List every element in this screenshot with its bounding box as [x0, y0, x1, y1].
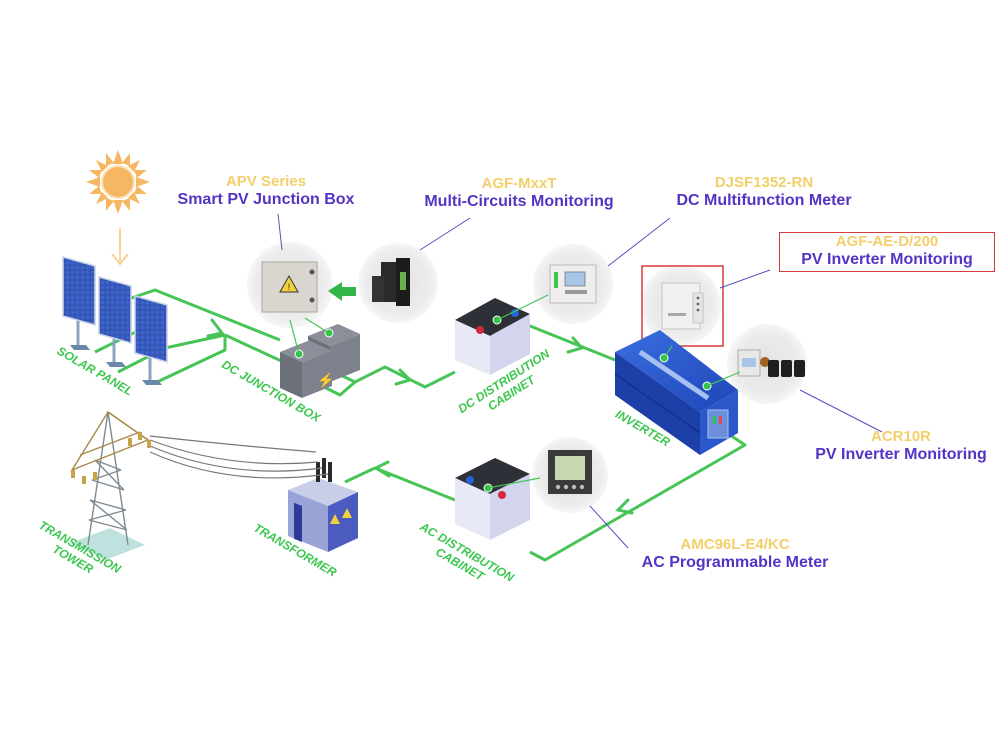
- agf-ae-d-device: [661, 282, 704, 330]
- device-model: DJSF1352-RN: [714, 174, 814, 191]
- solar-panel-unit: [62, 256, 96, 350]
- arrow-icon: [614, 498, 634, 515]
- acr10r-device: [737, 349, 805, 377]
- solar-panel-unit: [98, 276, 132, 367]
- green-arrow-icon: [328, 282, 356, 301]
- callout-agf-mxxt: AGF-MxxT Multi-Circuits Monitoring: [414, 175, 624, 211]
- device-model: AMC96L-E4/KC: [680, 536, 790, 553]
- device-description: Multi-Circuits Monitoring: [424, 192, 614, 210]
- apv-junction-box-device: !: [261, 261, 318, 313]
- agf-ae-d-highlight-box: [641, 265, 724, 347]
- arrow-icon: [394, 368, 413, 386]
- flow-junction-to-dc-cabinet: [329, 365, 456, 389]
- ac-distribution-cabinet: [455, 458, 530, 540]
- arrow-icon: [566, 336, 585, 354]
- device-description: PV Inverter Monitoring: [815, 445, 987, 463]
- flow-ac-cabinet-to-transformer: [344, 466, 456, 502]
- flow-to-junction-box: [224, 333, 291, 367]
- flow-inverter-to-ac: [529, 433, 747, 562]
- callout-acr10r: ACR10R PV Inverter Monitoring: [804, 428, 998, 464]
- arrow-icon: [372, 460, 391, 478]
- solar-panel-unit: [134, 295, 168, 385]
- transformer: [288, 458, 358, 552]
- inverter: [614, 330, 738, 455]
- svg-text:⚡: ⚡: [317, 372, 334, 389]
- sunlight-arrow-icon: [111, 228, 129, 266]
- callout-apv: APV Series Smart PV Junction Box: [168, 173, 364, 209]
- power-lines: [149, 435, 329, 479]
- dc-junction-box: ⚡: [280, 324, 360, 398]
- svg-text:!: !: [288, 282, 291, 292]
- transmission-tower: [70, 411, 151, 560]
- callout-amc96l: AMC96L-E4/KC AC Programmable Meter: [632, 536, 838, 572]
- djsf1352-device: [549, 264, 597, 304]
- device-description: Smart PV Junction Box: [177, 190, 355, 208]
- solar-feeder-4: [154, 335, 227, 385]
- device-model: APV Series: [225, 173, 307, 190]
- power-flow-lines: [94, 288, 747, 562]
- device-description: AC Programmable Meter: [641, 553, 829, 571]
- dc-distribution-cabinet: [455, 298, 530, 375]
- arrow-icon: [206, 318, 225, 338]
- callout-leaders: [277, 213, 883, 549]
- callout-djsf1352: DJSF1352-RN DC Multifunction Meter: [666, 174, 862, 210]
- device-model: ACR10R: [870, 428, 931, 445]
- flow-arrows: [206, 318, 634, 515]
- solar-feeder-3: [117, 333, 226, 374]
- solar-panels: [62, 256, 168, 385]
- device-model: AGF-AE-D/200: [835, 233, 939, 250]
- callout-agf-ae-d: AGF-AE-D/200 PV Inverter Monitoring: [779, 232, 995, 272]
- device-model: AGF-MxxT: [481, 175, 557, 192]
- amc96l-device: [548, 450, 592, 494]
- agf-mxxt-device: [372, 258, 410, 306]
- device-description: PV Inverter Monitoring: [801, 250, 973, 268]
- sun-icon: [86, 150, 150, 214]
- device-description: DC Multifunction Meter: [676, 191, 852, 209]
- device-connectors: [289, 294, 741, 489]
